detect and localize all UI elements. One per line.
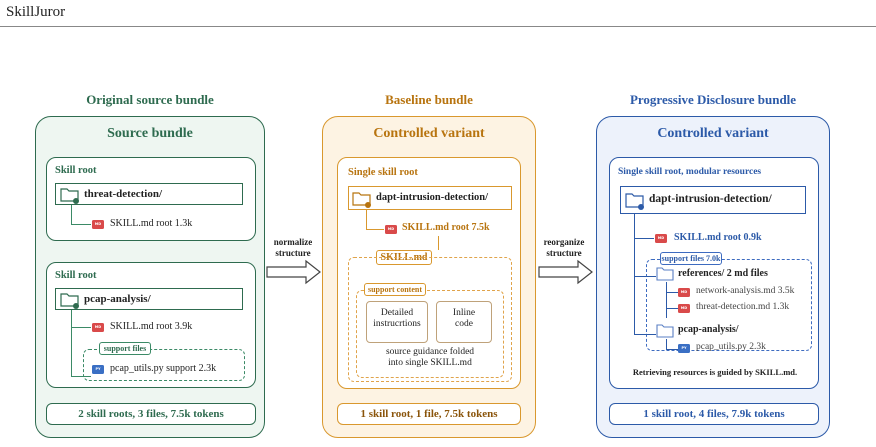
folder-icon xyxy=(625,193,644,210)
tree-line xyxy=(71,224,91,226)
folder-icon xyxy=(60,293,79,309)
normalize-arrow xyxy=(266,259,321,285)
progressive-summary: 1 skill root, 4 files, 7.9k tokens xyxy=(609,403,819,425)
folder-icon xyxy=(656,324,674,338)
tree-line xyxy=(366,210,368,230)
dir-name: pcap-analysis/ xyxy=(84,293,151,305)
reorganize-arrow-label: reorganize structure xyxy=(533,237,595,259)
support-content-group xyxy=(356,290,504,378)
references-dir[interactable]: references/ 2 md files xyxy=(678,268,768,279)
tree-line xyxy=(634,214,636,334)
progressive-skill-root-card: Single skill root, modular resources dap… xyxy=(609,157,819,389)
tree-line xyxy=(666,292,678,294)
tree-line xyxy=(634,334,656,336)
arrow-label-line: normalize xyxy=(273,237,313,247)
support-files-group xyxy=(646,259,812,351)
support-files-tag: support files xyxy=(99,342,151,355)
progressive-panel-title: Controlled variant xyxy=(657,126,769,141)
tree-line xyxy=(71,327,91,329)
dir-name: threat-detection/ xyxy=(84,188,162,200)
dir-name: dapt-intrusion-detection/ xyxy=(649,193,772,205)
file-label: SKILL.md root 1.3k xyxy=(110,218,193,229)
card-label: Skill root xyxy=(55,165,97,176)
md-file-icon: MD xyxy=(92,323,104,332)
arrow-label-line: structure xyxy=(275,248,311,258)
md-file-icon: MD xyxy=(385,225,397,234)
file-label: threat-detection.md 1.3k xyxy=(696,302,790,312)
pcap-analysis-dir[interactable]: pcap-analysis/ xyxy=(678,324,739,335)
progressive-column-heading: Progressive Disclosure bundle xyxy=(629,92,797,107)
title-divider xyxy=(0,26,876,27)
tree-line xyxy=(366,229,384,231)
tree-line xyxy=(666,339,668,350)
support-files-group xyxy=(83,349,245,381)
py-file-icon: PY xyxy=(92,365,104,374)
card-label: Skill root xyxy=(55,270,97,281)
baseline-summary: 1 skill root, 1 file, 7.5k tokens xyxy=(337,403,521,425)
tree-line xyxy=(634,238,654,240)
tree-line xyxy=(71,376,91,378)
md-file-icon: MD xyxy=(678,304,690,313)
file-label: SKILL.md root 0.9k xyxy=(674,232,762,243)
normalize-arrow-label: normalize structure xyxy=(262,237,324,259)
card-label: Single skill root, modular resources xyxy=(618,167,762,177)
tree-line xyxy=(666,349,678,351)
original-skill-root-card-1: Skill root threat-detection/ MD SKILL.md… xyxy=(46,157,256,241)
baseline-skill-root-card: Single skill root dapt-intrusion-detecti… xyxy=(337,157,521,389)
arrow-label-line: structure xyxy=(546,248,582,258)
baseline-column-heading: Baseline bundle xyxy=(385,92,473,107)
dir-name: dapt-intrusion-detection/ xyxy=(376,192,489,203)
app-title: SkillJuror xyxy=(6,4,66,20)
original-panel: Source bundle Skill root threat-detectio… xyxy=(35,116,265,438)
dapt-intrusion-detection-dir[interactable]: dapt-intrusion-detection/ xyxy=(620,186,806,214)
baseline-panel-title: Controlled variant xyxy=(373,126,485,141)
fold-note-line: into single SKILL.md xyxy=(388,358,472,368)
original-panel-title: Source bundle xyxy=(107,126,193,141)
file-label: pcap_utils.py 2.3k xyxy=(696,342,766,352)
card-label: Single skill root xyxy=(348,167,418,178)
py-file-icon: PY xyxy=(678,344,690,353)
arrow-label-line: reorganize xyxy=(543,237,585,247)
md-file-icon: MD xyxy=(92,220,104,229)
baseline-panel: Controlled variant Single skill root dap… xyxy=(322,116,536,438)
original-skill-root-card-2: Skill root pcap-analysis/ MD SKILL.md ro… xyxy=(46,262,256,388)
retrieval-note: Retrieving resources is guided by SKILL.… xyxy=(632,367,798,377)
md-file-icon: MD xyxy=(678,288,690,297)
folder-icon xyxy=(352,192,371,208)
original-summary: 2 skill roots, 3 files, 7.5k tokens xyxy=(46,403,256,425)
support-content-tag: support content xyxy=(364,283,426,296)
fold-note: source guidance folded into single SKILL… xyxy=(356,347,504,369)
file-label: network-analysis.md 3.5k xyxy=(696,286,795,296)
skill-md-content-group xyxy=(348,257,512,382)
tree-line xyxy=(71,310,73,376)
file-label: SKILL.md root 3.9k xyxy=(110,321,193,332)
file-label: SKILL.md root 7.5k xyxy=(402,222,490,233)
md-file-icon: MD xyxy=(655,234,667,243)
folder-icon xyxy=(60,188,79,204)
progressive-panel: Controlled variant Single skill root, mo… xyxy=(596,116,830,438)
fold-note-line: source guidance folded xyxy=(385,347,475,357)
folder-icon xyxy=(656,267,674,281)
file-label: pcap_utils.py support 2.3k xyxy=(110,363,217,374)
support-files-tag: support files 7.0k xyxy=(660,252,722,265)
reorganize-arrow xyxy=(538,259,593,285)
original-column-heading: Original source bundle xyxy=(86,92,214,107)
tree-line xyxy=(438,236,440,250)
threat-detection-dir[interactable]: threat-detection/ xyxy=(55,183,243,205)
tree-line xyxy=(666,308,678,310)
tree-line xyxy=(71,205,73,225)
tree-line xyxy=(666,282,668,318)
dapt-intrusion-detection-dir[interactable]: dapt-intrusion-detection/ xyxy=(348,186,512,210)
detailed-instructions-box: Detailed instruсrtions xyxy=(366,301,428,343)
inline-code-box: Inline code xyxy=(436,301,492,343)
pcap-analysis-dir[interactable]: pcap-analysis/ xyxy=(55,288,243,310)
tree-line xyxy=(634,276,656,278)
